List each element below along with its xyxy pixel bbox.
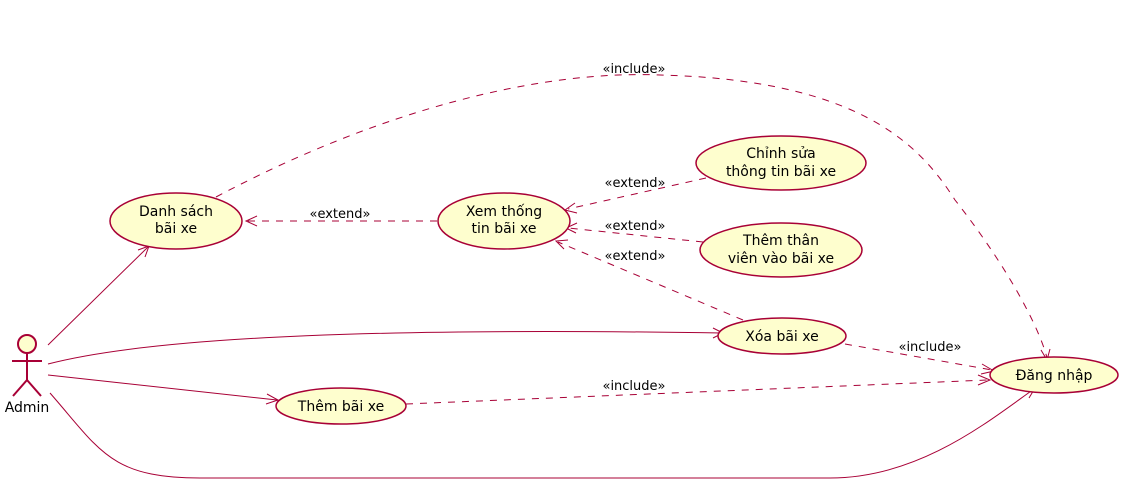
label-include-xoa-dangnhap: «include»	[898, 340, 961, 355]
assoc-edge-actor-them	[47, 374, 278, 401]
assoc-edge-actor-danhsach	[47, 246, 149, 346]
label-include-danhsach-dangnhap: «include»	[602, 62, 665, 77]
label-extend-xem-danhsach: «extend»	[310, 207, 371, 222]
usecase-label-line1: Xem thống	[466, 203, 542, 220]
usecase-label-line1: Thêm thân	[742, 233, 819, 249]
arrowhead-them-dangnhap	[977, 374, 992, 386]
include-edge-them-dangnhap	[405, 379, 989, 405]
usecase-chinh-sua-thong-tin-bai-xe[interactable]: Chỉnh sửa thông tin bãi xe	[695, 135, 867, 191]
usecase-label-line2: bãi xe	[155, 221, 197, 237]
label-extend-chinhsua-xem: «extend»	[605, 176, 666, 191]
usecase-xem-thong-tin-bai-xe[interactable]: Xem thống tin bãi xe	[437, 192, 571, 250]
usecase-label: Đăng nhập	[1016, 368, 1093, 384]
usecase-label-line1: Danh sách	[139, 204, 213, 220]
usecase-them-bai-xe[interactable]: Thêm bãi xe	[275, 387, 407, 425]
arrowhead-xem-danhsach	[244, 215, 258, 227]
extend-edge-xoa-xem	[557, 241, 744, 321]
actor-admin[interactable]: Admin	[5, 334, 50, 416]
actor-head	[17, 334, 37, 354]
usecase-label-line2: viên vào bãi xe	[728, 251, 834, 267]
usecase-them-than-vien-vao-bai-xe[interactable]: Thêm thân viên vào bãi xe	[699, 222, 863, 278]
usecase-label: Xóa bãi xe	[745, 329, 818, 345]
label-include-them-dangnhap: «include»	[602, 379, 665, 394]
include-edge-xoa-dangnhap	[844, 343, 993, 371]
assoc-edge-actor-dangnhap	[49, 388, 1035, 479]
usecase-label-line1: Chỉnh sửa	[746, 146, 815, 162]
extend-edge-chinhsua-xem	[567, 177, 707, 210]
arrowhead-xoa-xem	[554, 239, 569, 250]
usecase-xoa-bai-xe[interactable]: Xóa bãi xe	[717, 317, 847, 355]
usecase-label-line2: thông tin bãi xe	[726, 164, 836, 180]
label-extend-themthanvien-xem: «extend»	[605, 219, 666, 234]
actor-leg-left	[12, 379, 28, 397]
usecase-label: Thêm bãi xe	[297, 399, 384, 415]
include-edge-danhsach-dangnhap	[215, 74, 1048, 359]
actor-label: Admin	[5, 400, 50, 416]
usecase-label-line2: tin bãi xe	[472, 221, 537, 237]
usecase-danh-sach-bai-xe[interactable]: Danh sách bãi xe	[109, 192, 243, 250]
arrowhead-actor-them	[265, 393, 280, 405]
label-extend-xoa-xem: «extend»	[605, 249, 666, 264]
actor-leg-right	[26, 379, 42, 397]
extend-edge-themthanvien-xem	[567, 227, 704, 243]
usecase-dang-nhap[interactable]: Đăng nhập	[989, 356, 1119, 394]
assoc-edge-actor-xoa	[47, 331, 723, 365]
